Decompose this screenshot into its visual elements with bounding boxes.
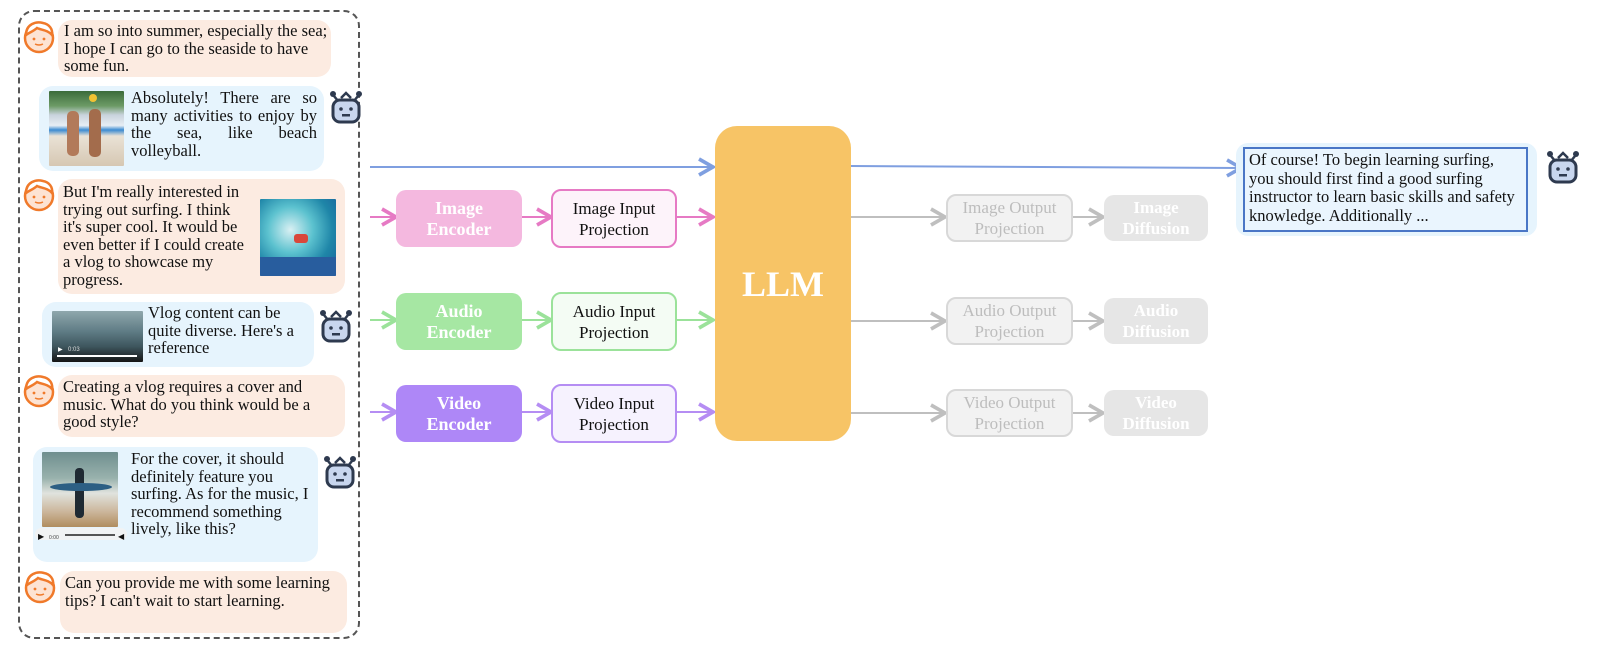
play-icon[interactable]: ▶ (58, 347, 63, 353)
audio-diffusion: Audio Diffusion (1104, 298, 1208, 344)
message-text: Vlog content can be quite diverse. Here'… (148, 303, 294, 357)
message-text: Absolutely! There are so many activities… (131, 88, 317, 160)
image-diffusion: Image Diffusion (1104, 195, 1208, 241)
audio-encoder: Audio Encoder (396, 293, 522, 350)
message-text: But I'm really interested in trying out … (63, 182, 244, 289)
surfing-video-clip[interactable]: ▶ 0:03 (52, 311, 143, 362)
message-text: I am so into summer, especially the sea;… (64, 21, 328, 75)
video-diffusion: Video Diffusion (1104, 390, 1208, 436)
message-text: Creating a vlog requires a cover and mus… (63, 377, 311, 431)
audio-output-projection: Audio Output Projection (946, 297, 1073, 345)
bot-avatar-icon (324, 456, 356, 489)
video-encoder: Video Encoder (396, 385, 522, 442)
audio-progress-bar[interactable] (65, 534, 115, 536)
user-message-1: I am so into summer, especially the sea;… (58, 20, 331, 77)
video-input-projection: Video Input Projection (551, 384, 677, 443)
audio-time: 0:00 (49, 535, 59, 541)
conversation-frame (18, 10, 360, 639)
audio-play-icon[interactable]: ▶ (38, 532, 45, 541)
image-output-projection: Image Output Projection (946, 194, 1073, 242)
bot-avatar-icon (330, 91, 362, 124)
assistant-message-1: Absolutely! There are so many activities… (39, 86, 324, 171)
video-output-projection: Video Output Projection (946, 389, 1073, 437)
message-text: Can you provide me with some learning ti… (65, 573, 330, 610)
audio-input-projection: Audio Input Projection (551, 292, 677, 351)
image-encoder: Image Encoder (396, 190, 522, 247)
bot-avatar-icon (1547, 151, 1579, 184)
assistant-message-2: ▶ 0:03 Vlog content can be quite diverse… (42, 302, 314, 367)
user-message-4: Can you provide me with some learning ti… (60, 571, 347, 633)
assistant-message-3: ▶ 0:00 ◀ For the cover, it should defini… (33, 447, 318, 562)
beach-volleyball-photo (49, 91, 124, 166)
surfer-with-board-photo (42, 452, 118, 527)
user-avatar-icon (23, 179, 55, 212)
image-input-projection: Image Input Projection (551, 189, 677, 248)
audio-player[interactable]: ▶ 0:00 ◀ (35, 528, 127, 541)
llm-block: LLM (715, 126, 851, 441)
surfing-wave-photo (260, 199, 336, 276)
user-message-2: But I'm really interested in trying out … (58, 179, 345, 294)
response-text-box: Of course! To begin learning surfing, yo… (1243, 147, 1528, 232)
user-avatar-icon (24, 571, 56, 604)
video-time: 0:03 (68, 347, 80, 353)
response-text: Of course! To begin learning surfing, yo… (1249, 150, 1515, 225)
user-avatar-icon (23, 375, 55, 408)
text-output-arrow (850, 158, 1245, 178)
volume-icon[interactable]: ◀ (118, 532, 125, 541)
bot-avatar-icon (320, 310, 352, 343)
user-avatar-icon (23, 21, 55, 54)
video-progress-bar[interactable] (57, 355, 137, 357)
user-message-3: Creating a vlog requires a cover and mus… (58, 375, 345, 437)
message-text: For the cover, it should definitely feat… (131, 449, 309, 538)
